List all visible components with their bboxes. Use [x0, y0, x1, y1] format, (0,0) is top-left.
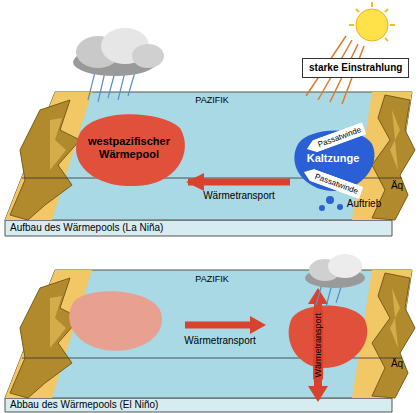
g-shape: [88, 72, 135, 102]
rain-cloud: [73, 28, 164, 102]
line-shape: [316, 284, 322, 305]
polygon-shape: [50, 296, 66, 348]
polygon-shape: [5, 92, 412, 220]
upwelling-drops: [319, 196, 343, 211]
text-label: Abbau des Wärmepools (El Niño): [10, 399, 158, 411]
polygon-shape: [5, 270, 412, 398]
line-shape: [88, 72, 95, 100]
polygon-shape: [5, 398, 392, 412]
path-shape: [69, 291, 162, 350]
line-shape: [118, 72, 125, 100]
path-shape: [289, 305, 368, 368]
warm-pool-blob: westpazifischer Wärmepool: [70, 108, 188, 188]
polygon-shape: [10, 278, 80, 398]
callout-box: starke Einstrahlung: [302, 58, 409, 78]
polygon-shape: [5, 220, 392, 236]
polygon-shape: [390, 288, 400, 348]
circle-shape: [319, 205, 325, 211]
node-text: westpazifischer Wärmepool: [84, 135, 174, 161]
line-shape: [385, 38, 388, 41]
text-label: Wärmetransport: [313, 311, 323, 380]
rain-cloud: [305, 254, 365, 307]
text-label: PAZIFIK: [195, 274, 228, 284]
line-shape: [371, 2, 373, 7]
g-shape: [349, 2, 395, 41]
heat-transport-arrow: [188, 179, 290, 186]
line-shape: [185, 322, 252, 329]
text-label: Aufbau des Wärmepools (La Niña): [10, 222, 163, 234]
circle-shape: [356, 9, 388, 41]
polygon-shape: [50, 118, 66, 170]
polygon-shape: [390, 110, 400, 170]
circle-shape: [337, 204, 343, 210]
text-label: Äq: [391, 358, 403, 370]
text-label: PAZIFIK: [195, 95, 228, 105]
line-shape: [356, 9, 359, 12]
line-shape: [385, 9, 388, 12]
line-shape: [128, 72, 135, 96]
node-text: Kaltzunge: [307, 152, 360, 165]
polygon-shape: [372, 273, 415, 398]
sun: [306, 2, 395, 104]
panel-top: [5, 2, 415, 236]
text-label: Auftrieb: [347, 198, 381, 210]
text-label: Wärmetransport: [184, 335, 256, 347]
ellipse-shape: [132, 44, 164, 68]
ellipse-shape: [328, 254, 362, 278]
panel-bottom: [5, 254, 415, 412]
line-shape: [349, 24, 354, 26]
polygon-shape: [308, 386, 328, 402]
circle-shape: [326, 196, 334, 204]
node-text: starke Einstrahlung: [309, 62, 402, 74]
polygon-shape: [250, 316, 266, 334]
line-shape: [98, 72, 105, 102]
edge-label: Wärmetransport: [203, 190, 275, 201]
text-label: Äq: [391, 180, 403, 192]
polygon-shape: [10, 100, 80, 220]
blob-fill: [76, 114, 185, 186]
line-shape: [390, 24, 395, 26]
